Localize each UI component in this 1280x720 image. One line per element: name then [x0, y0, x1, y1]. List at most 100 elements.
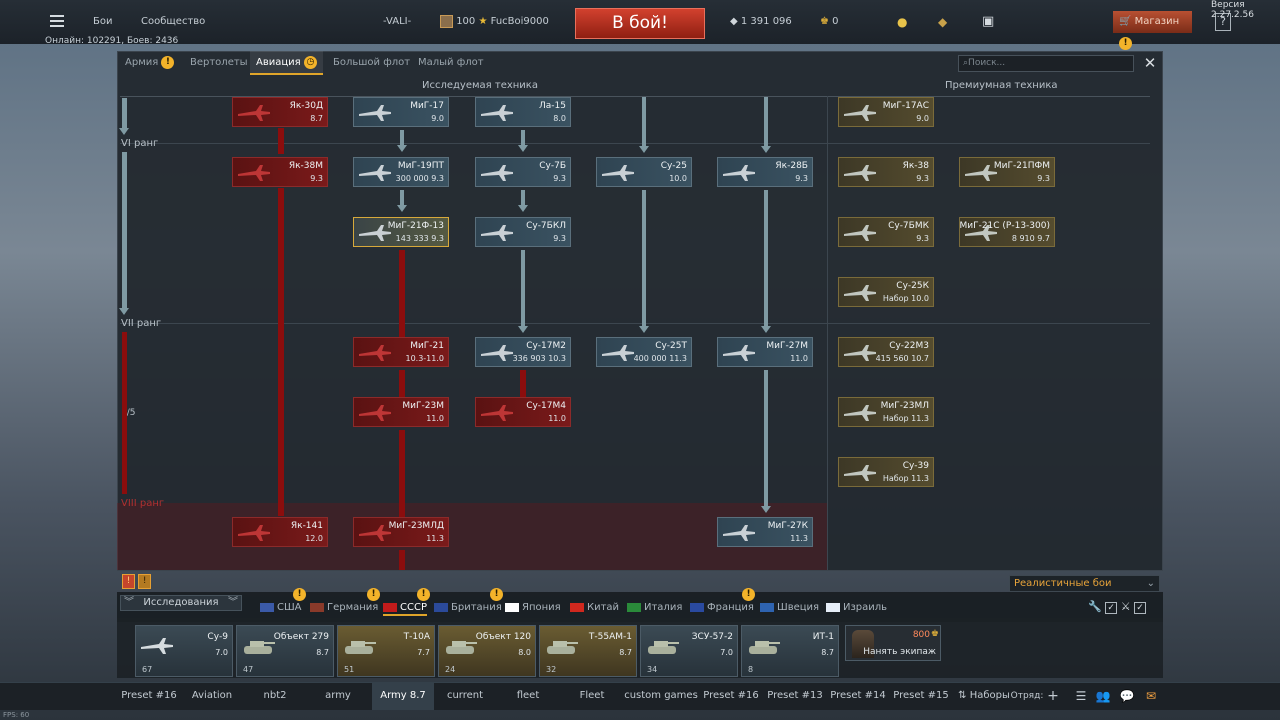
squad-name[interactable]: -VALI-: [383, 16, 412, 27]
nation-tab[interactable]: Китай: [570, 602, 619, 616]
check-icon[interactable]: ✓: [1134, 602, 1147, 614]
player-profile[interactable]: 100 ★ FucBoi9000: [440, 0, 549, 44]
nation-tab[interactable]: Франция: [690, 602, 754, 616]
tab-army[interactable]: Армия !: [125, 51, 175, 75]
hire-crew-button[interactable]: 800 ♚ Нанять экипаж: [845, 625, 941, 661]
aircraft-icon: [479, 221, 515, 245]
lightbulb-icon[interactable]: ●: [897, 15, 908, 29]
close-button[interactable]: ✕: [1140, 53, 1160, 73]
list-icon[interactable]: ☰: [1075, 689, 1087, 703]
preset-tab[interactable]: current: [446, 690, 484, 701]
coupon-icon[interactable]: ▣: [982, 14, 995, 29]
preset-tab[interactable]: Preset #15: [893, 690, 949, 701]
vehicle-name: МиГ-21С (Р-13-300): [959, 221, 1050, 231]
tab-helicopters[interactable]: Вертолеты: [190, 57, 248, 68]
menu-button[interactable]: [50, 0, 66, 44]
vehicle-name: МиГ-23МЛ: [880, 401, 929, 411]
premium-vehicle-card[interactable]: МиГ-21С (Р-13-300)8 910 9.7: [959, 217, 1055, 247]
tab-bluewater-fleet[interactable]: Большой флот: [333, 57, 411, 68]
preset-tab[interactable]: nbt2: [263, 690, 287, 701]
nation-tab[interactable]: Япония: [505, 602, 561, 616]
weapons-icon[interactable]: ⚔: [1120, 600, 1131, 613]
nation-tab[interactable]: Германия: [310, 602, 378, 616]
preset-tab[interactable]: Army 8.7: [372, 682, 434, 710]
shop-button[interactable]: 🛒 Магазин !: [1113, 11, 1192, 50]
wrench-icon[interactable]: 🔧: [1088, 600, 1102, 613]
nation-label: Япония: [522, 602, 561, 613]
plus-icon[interactable]: +: [1047, 688, 1059, 704]
preset-tab[interactable]: Fleet: [579, 690, 605, 701]
check-icon[interactable]: ✓: [1105, 602, 1118, 614]
nation-tab[interactable]: Израиль: [826, 602, 887, 616]
preset-tab[interactable]: Preset #16: [703, 690, 759, 701]
silver-lions[interactable]: ◆ 1 391 096: [730, 0, 792, 44]
chat-icon[interactable]: 💬: [1119, 689, 1135, 703]
tab-aviation[interactable]: Авиация ◷: [250, 51, 323, 75]
search-input[interactable]: ⌕Поиск...: [958, 55, 1134, 72]
golden-eagles[interactable]: ♚ 0: [820, 0, 839, 44]
preset-tab[interactable]: army: [325, 690, 351, 701]
tree-arrow: [518, 145, 528, 152]
nation-tab[interactable]: Италия: [627, 602, 682, 616]
research-button[interactable]: ︾ Исследования ︾: [120, 595, 242, 611]
help-button[interactable]: ?: [1215, 13, 1231, 31]
nation-tab[interactable]: Швеция: [760, 602, 819, 616]
preset-tab[interactable]: fleet: [516, 690, 540, 701]
game-mode-select[interactable]: Реалистичные бои⌄: [1009, 575, 1160, 592]
preset-tab[interactable]: Preset #16: [121, 690, 177, 701]
warning-icon: !: [742, 588, 755, 601]
warbond-icon[interactable]: ◆: [938, 15, 948, 29]
tab-coastal-fleet[interactable]: Малый флот: [418, 57, 484, 68]
to-battle-button[interactable]: В бой!: [575, 8, 705, 39]
nation-tab[interactable]: США: [260, 602, 302, 616]
rank-badge-icon[interactable]: !: [122, 574, 135, 589]
preset-tab[interactable]: Preset #14: [830, 690, 886, 701]
slot-crew-count: 67: [142, 665, 153, 674]
preset-tab[interactable]: Aviation: [191, 690, 233, 701]
nation-tab[interactable]: Британия: [434, 602, 502, 616]
friends-icon[interactable]: 👥: [1095, 689, 1111, 703]
battles-menu[interactable]: Бои: [93, 16, 113, 27]
preset-tab[interactable]: custom games: [624, 690, 698, 701]
mail-icon[interactable]: ✉: [1145, 689, 1157, 703]
preset-tab[interactable]: Preset #13: [767, 690, 823, 701]
community-menu[interactable]: Сообщество: [141, 16, 206, 27]
presets-more-button[interactable]: ⇅ Наборы: [958, 682, 1010, 710]
nation-tab[interactable]: СССР: [383, 602, 427, 616]
rank-badge-icon[interactable]: !: [138, 574, 152, 589]
